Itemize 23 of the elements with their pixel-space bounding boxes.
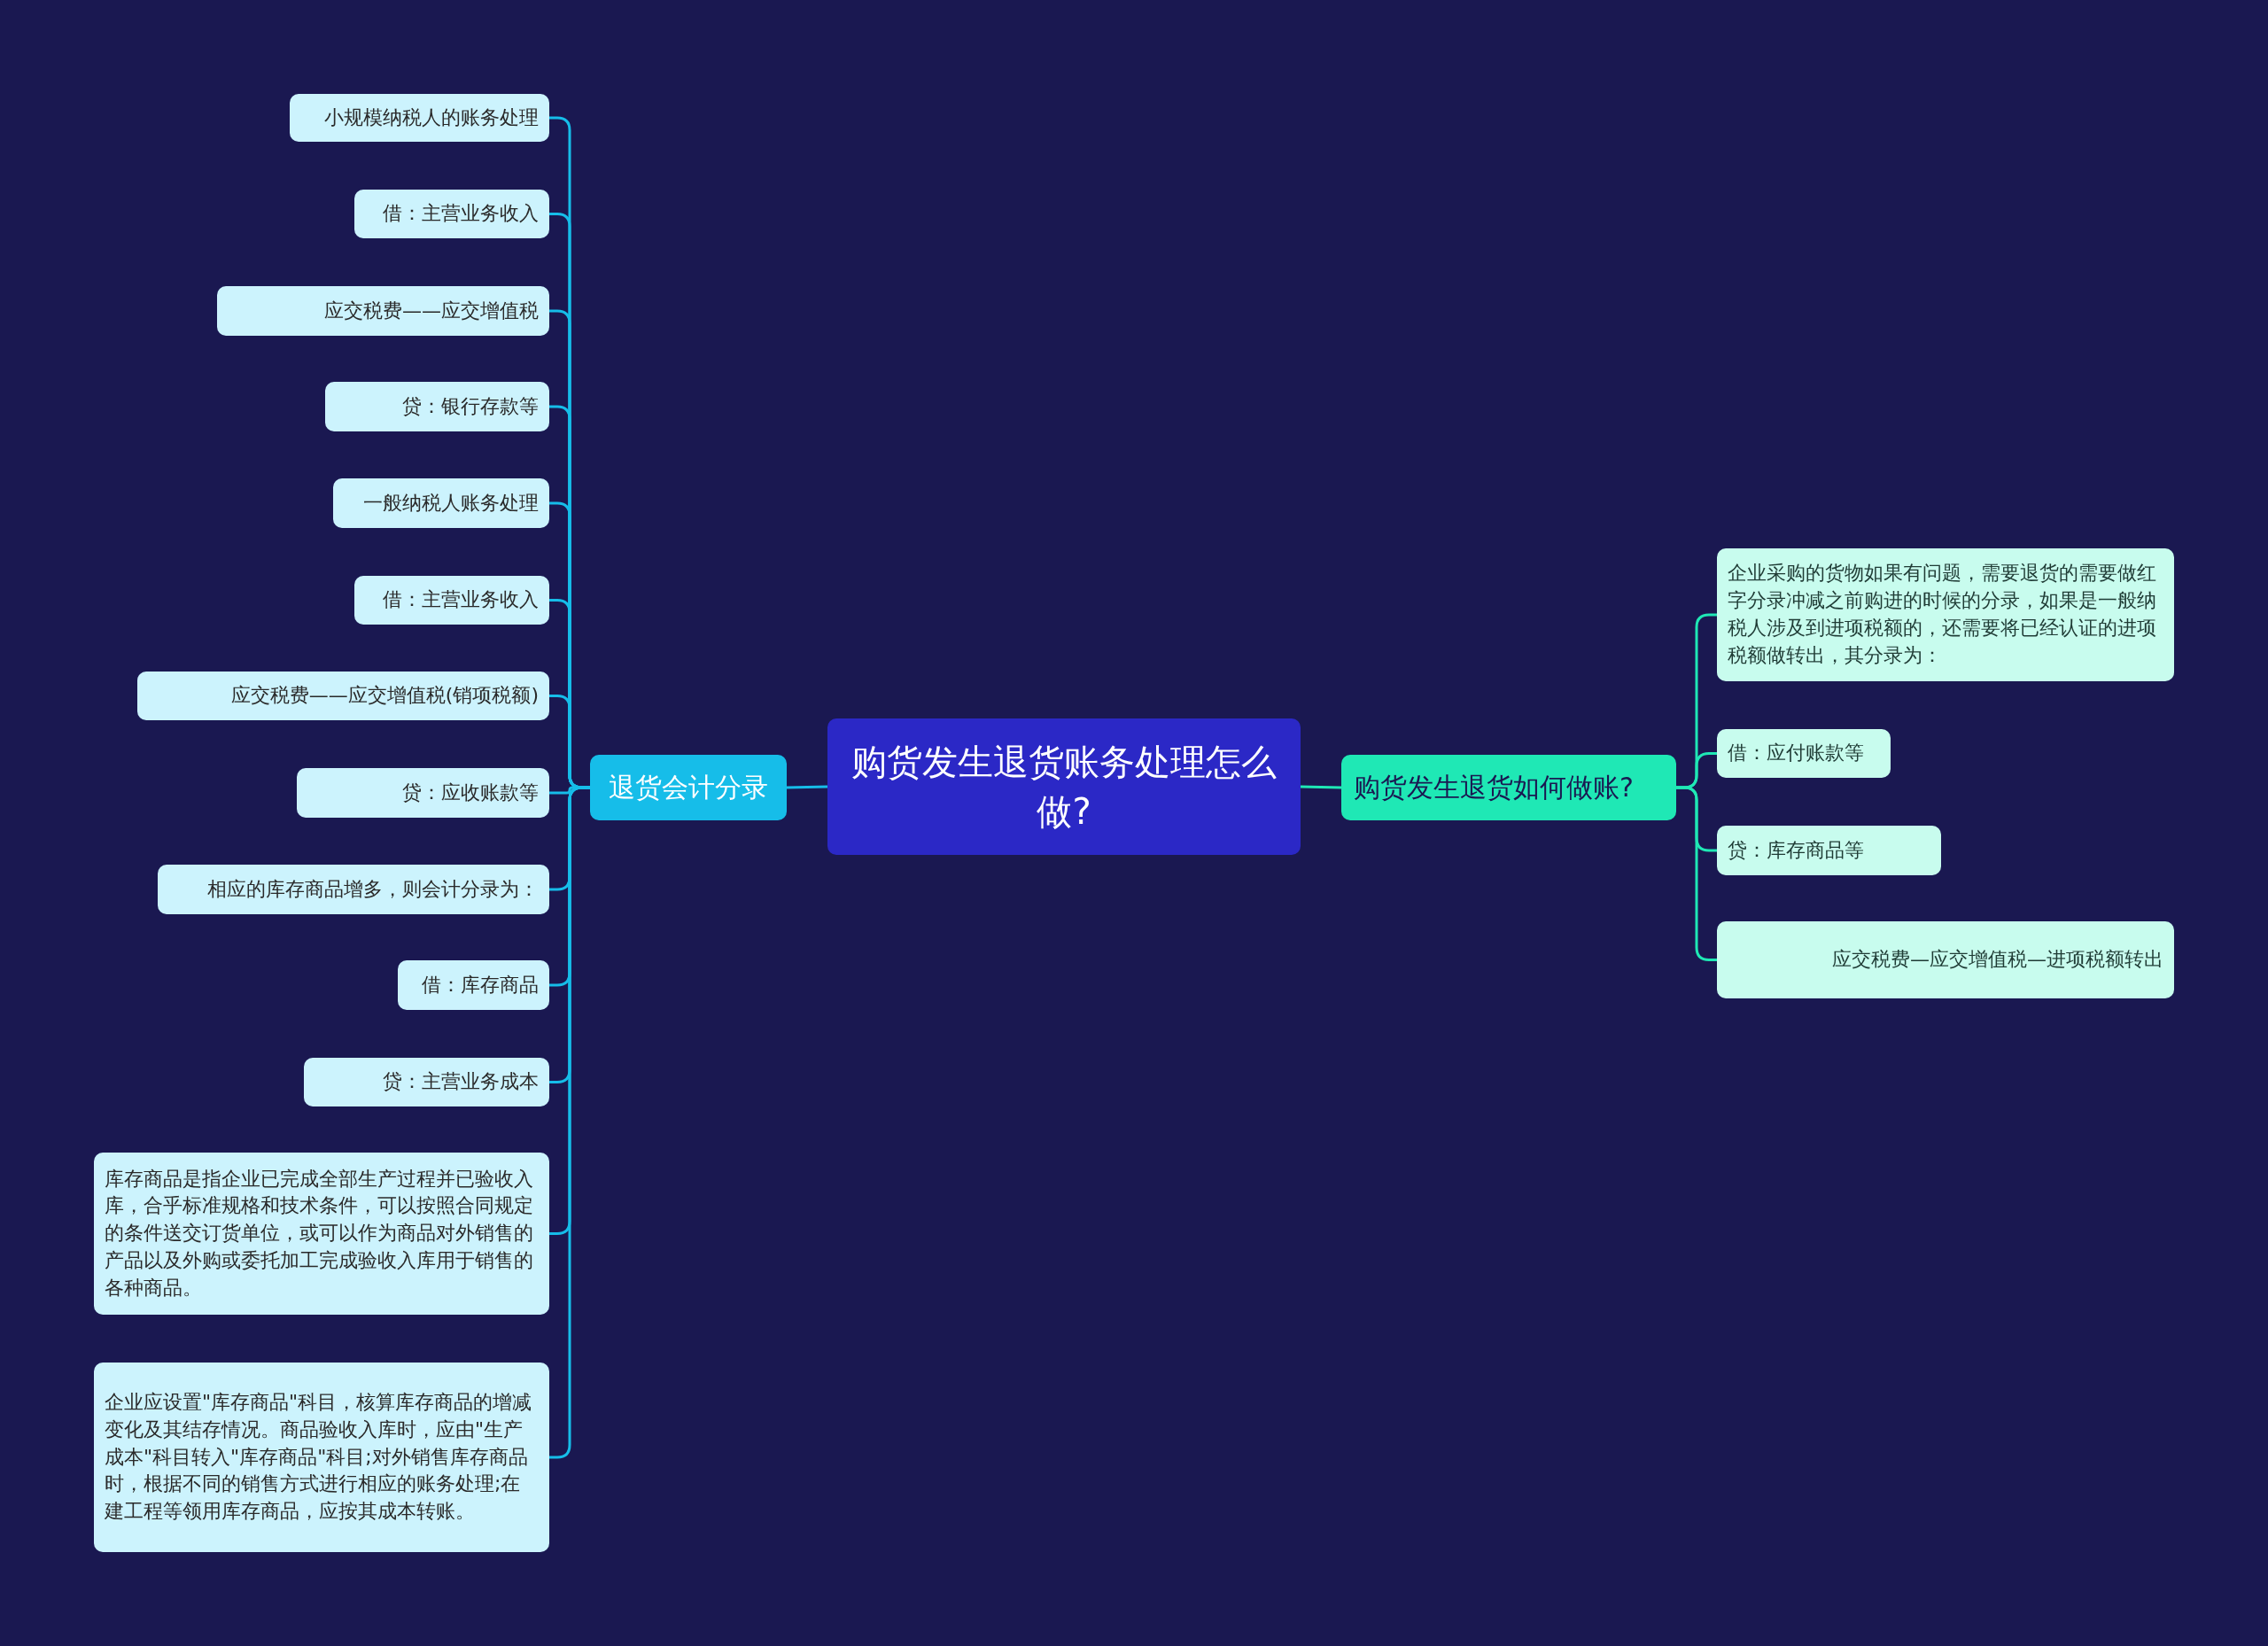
subtopic-box: 相应的库存商品增多，则会计分录为：	[158, 865, 549, 914]
subtopic-box: 借：主营业务收入	[354, 576, 549, 625]
branch-topic-box: 退货会计分录	[590, 755, 787, 820]
subtopic-box: 应交税费——应交增值税(销项税额)	[137, 672, 549, 720]
central-topic-box: 购货发生退货账务处理怎么做?	[827, 718, 1301, 855]
subtopic-box: 应交税费——应交增值税	[217, 286, 549, 336]
branch-topic-box: 购货发生退货如何做账?	[1341, 755, 1676, 820]
subtopic-box: 借：应付账款等	[1717, 729, 1891, 778]
subtopic-box: 贷：应收账款等	[297, 768, 549, 818]
subtopic-box: 贷：主营业务成本	[304, 1058, 549, 1106]
subtopic-box: 借：库存商品	[398, 960, 549, 1010]
subtopic-box: 贷：库存商品等	[1717, 826, 1941, 875]
connector-line	[1676, 786, 1717, 961]
subtopic-box: 库存商品是指企业已完成全部生产过程并已验收入库，合乎标准规格和技术条件，可以按照合同规定的条件送交订货单位，或可以作为商品对外销售的产品以及外购或委托加工完成验收入库用于销售的各种商品。	[94, 1153, 549, 1315]
subtopic-box: 小规模纳税人的账务处理	[290, 94, 549, 142]
connector-line	[786, 785, 828, 789]
connector-line	[1300, 785, 1342, 789]
subtopic-box: 企业采购的货物如果有问题，需要退货的需要做红字分录冲减之前购进的时候的分录，如果是一般纳税人涉及到进项税额的，还需要将已经认证的进项税额做转出，其分录为：	[1717, 548, 2174, 681]
subtopic-box: 一般纳税人账务处理	[333, 478, 549, 528]
subtopic-box: 贷：银行存款等	[325, 382, 549, 431]
subtopic-box: 企业应设置"库存商品"科目，核算库存商品的增减变化及其结存情况。商品验收入库时，应由"生产成本"科目转入"库存商品"科目;对外销售库存商品时，根据不同的销售方式进行相应的账务处理;在建工程等领用库存商品，应按其成本转账。	[94, 1363, 549, 1552]
subtopic-box: 借：主营业务收入	[354, 190, 549, 238]
subtopic-box: 应交税费—应交增值税—进项税额转出	[1717, 921, 2174, 998]
